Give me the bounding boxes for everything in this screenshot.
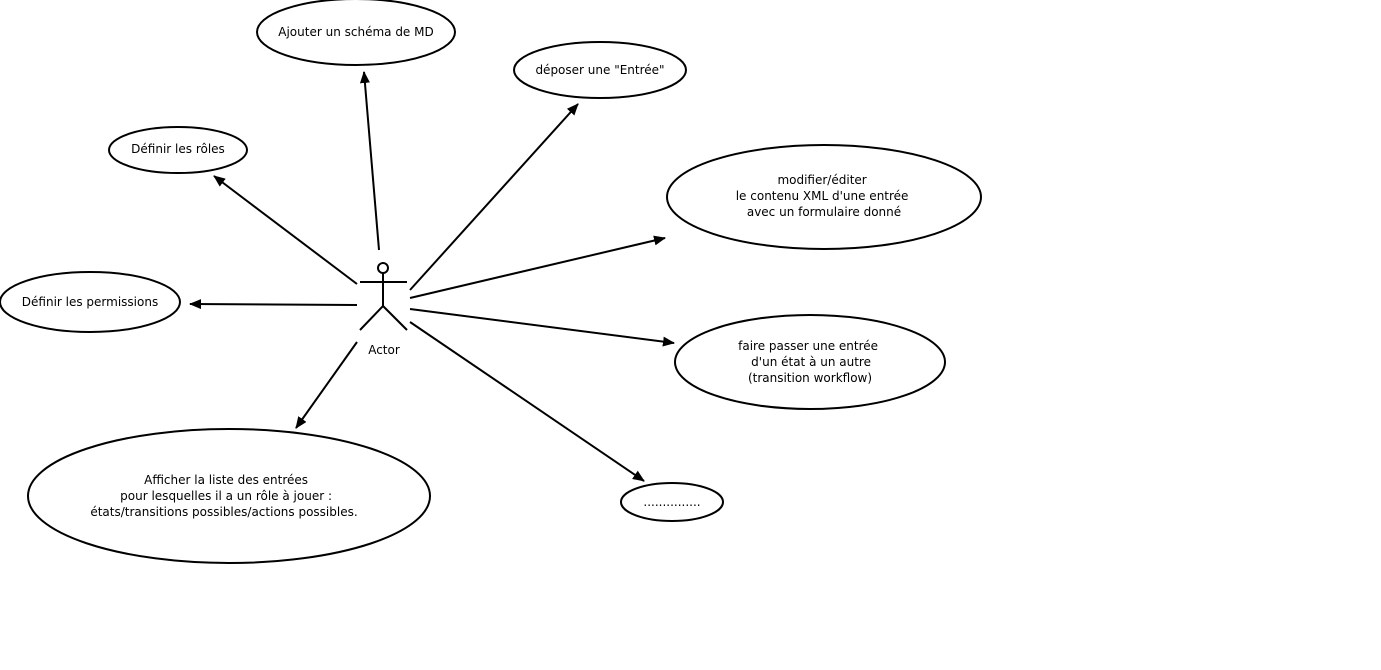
use-case-autres[interactable] [620, 482, 724, 522]
arrow-to-definir-roles [213, 175, 358, 285]
use-case-definir-permissions[interactable] [0, 271, 181, 333]
label-afficher-liste: Afficher la liste des entrées pour lesqu… [90, 473, 357, 519]
use-case-ajouter-schema[interactable] [256, 0, 456, 66]
use-case-deposer-entree[interactable] [513, 41, 687, 99]
use-case-labels: Ajouter un schéma de MD déposer une "Ent… [22, 25, 913, 519]
label-deposer-entree: déposer une "Entrée" [535, 63, 664, 77]
associations [189, 71, 675, 482]
actor-figure[interactable] [359, 262, 408, 331]
use-case-faire-passer[interactable] [674, 314, 946, 410]
arrow-to-ajouter-schema [359, 71, 380, 251]
arrow-to-modifier-editer [409, 235, 666, 299]
label-faire-passer: faire passer une entrée d'un état à un a… [738, 339, 882, 385]
arrow-to-definir-permissions [189, 299, 358, 310]
use-case-afficher-liste[interactable] [27, 428, 431, 564]
actor-head-icon [377, 262, 389, 274]
use-cases [0, 0, 982, 564]
label-definir-permissions: Définir les permissions [22, 295, 158, 309]
label-modifier-editer: modifier/éditer le contenu XML d'une ent… [736, 173, 913, 219]
arrow-to-faire-passer [409, 308, 675, 347]
use-case-modifier-editer[interactable] [666, 144, 982, 250]
arrow-to-autres [409, 321, 645, 482]
use-case-definir-roles[interactable] [108, 126, 248, 174]
arrow-to-afficher-liste [295, 341, 358, 429]
label-autres: ............... [643, 495, 700, 509]
arrow-to-deposer-entree [409, 103, 579, 291]
actor-label: Actor [368, 343, 400, 357]
label-definir-roles: Définir les rôles [131, 142, 225, 156]
actor-leg-left [359, 305, 384, 331]
label-ajouter-schema: Ajouter un schéma de MD [278, 25, 433, 39]
actor-leg-right [382, 305, 408, 331]
